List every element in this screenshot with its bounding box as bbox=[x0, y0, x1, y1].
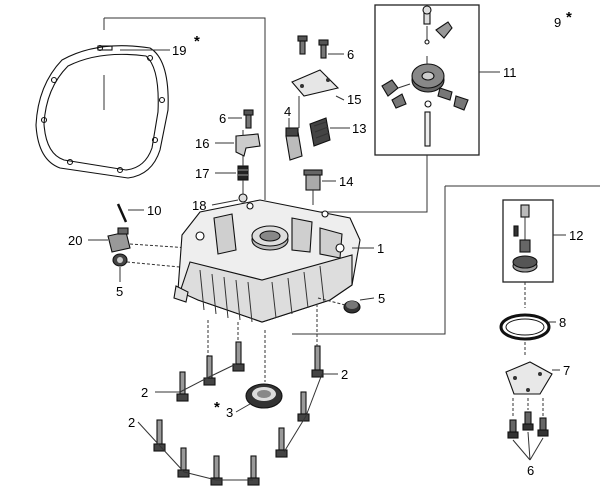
bolt-6b bbox=[243, 109, 254, 129]
asterisk-3: * bbox=[214, 399, 220, 416]
callout-3: 3 bbox=[226, 405, 233, 420]
callout-6c: 6 bbox=[527, 463, 534, 478]
callout-16: 16 bbox=[195, 136, 209, 151]
bolt-ring-2 bbox=[153, 341, 324, 486]
part-4 bbox=[285, 127, 303, 161]
callout-18: 18 bbox=[192, 198, 206, 213]
callout-11: 11 bbox=[503, 65, 517, 80]
callout-7: 7 bbox=[563, 363, 570, 378]
gasket-19 bbox=[35, 44, 169, 179]
callout-2b: 2 bbox=[341, 367, 348, 382]
valve-14 bbox=[303, 169, 323, 191]
crankcase-1 bbox=[173, 199, 361, 323]
callout-5a: 5 bbox=[116, 284, 123, 299]
callout-9: 9 bbox=[554, 15, 561, 30]
fitting-20 bbox=[107, 227, 131, 253]
sensor-assembly-box bbox=[502, 199, 554, 283]
callout-12: 12 bbox=[569, 228, 583, 243]
ball-18 bbox=[238, 193, 248, 203]
filter-element-13 bbox=[309, 117, 331, 147]
pin-10 bbox=[116, 203, 128, 223]
callout-1: 1 bbox=[377, 241, 384, 256]
spring-17 bbox=[237, 165, 249, 181]
cover-plate-15 bbox=[291, 69, 340, 97]
seal-5b bbox=[343, 300, 361, 314]
seal-3 bbox=[245, 383, 283, 409]
callout-10: 10 bbox=[147, 203, 161, 218]
callout-2a: 2 bbox=[141, 385, 148, 400]
governor-assembly-box bbox=[374, 4, 480, 156]
callout-6a: 6 bbox=[347, 47, 354, 62]
bracket-16 bbox=[235, 133, 261, 157]
callout-13: 13 bbox=[352, 121, 366, 136]
callout-20: 20 bbox=[68, 233, 82, 248]
callout-6b: 6 bbox=[219, 111, 226, 126]
callout-19: 19 bbox=[172, 43, 186, 58]
callout-2c: 2 bbox=[128, 415, 135, 430]
bolt-set-6c bbox=[507, 398, 549, 439]
callout-8: 8 bbox=[559, 315, 566, 330]
asterisk-19: * bbox=[194, 33, 200, 50]
callout-15: 15 bbox=[347, 92, 361, 107]
asterisk-9: * bbox=[566, 9, 572, 26]
callout-14: 14 bbox=[339, 174, 353, 189]
bolt-pair-6 bbox=[297, 35, 329, 59]
seal-5a bbox=[112, 253, 128, 267]
callout-4: 4 bbox=[284, 104, 291, 119]
cover-7 bbox=[505, 361, 553, 395]
callout-17: 17 bbox=[195, 166, 209, 181]
o-ring-8 bbox=[499, 313, 551, 341]
callout-5b: 5 bbox=[378, 291, 385, 306]
